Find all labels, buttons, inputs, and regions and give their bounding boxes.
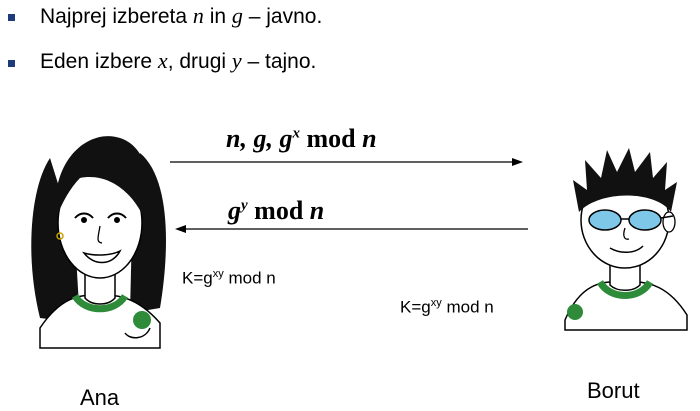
borut-illustration: [564, 148, 688, 331]
bullet-text-2: Eden izbere x, drugi y – tajno.: [40, 48, 317, 73]
ana-key-formula: K=gxy mod n: [182, 268, 276, 288]
bullet-marker-2: [8, 60, 15, 67]
arrow-bottom-label: gy mod n: [228, 196, 325, 225]
ana-name: Ana: [80, 385, 120, 410]
borut-key-formula: K=gxy mod n: [400, 297, 494, 317]
ana-illustration: [31, 136, 166, 349]
bullet-text-1: Najprej izbereta n in g – javno.: [40, 3, 323, 28]
bullet-marker-1: [8, 14, 15, 21]
arrow-top-label: n, g, gx mod n: [226, 124, 377, 153]
borut-name: Borut: [587, 378, 640, 403]
